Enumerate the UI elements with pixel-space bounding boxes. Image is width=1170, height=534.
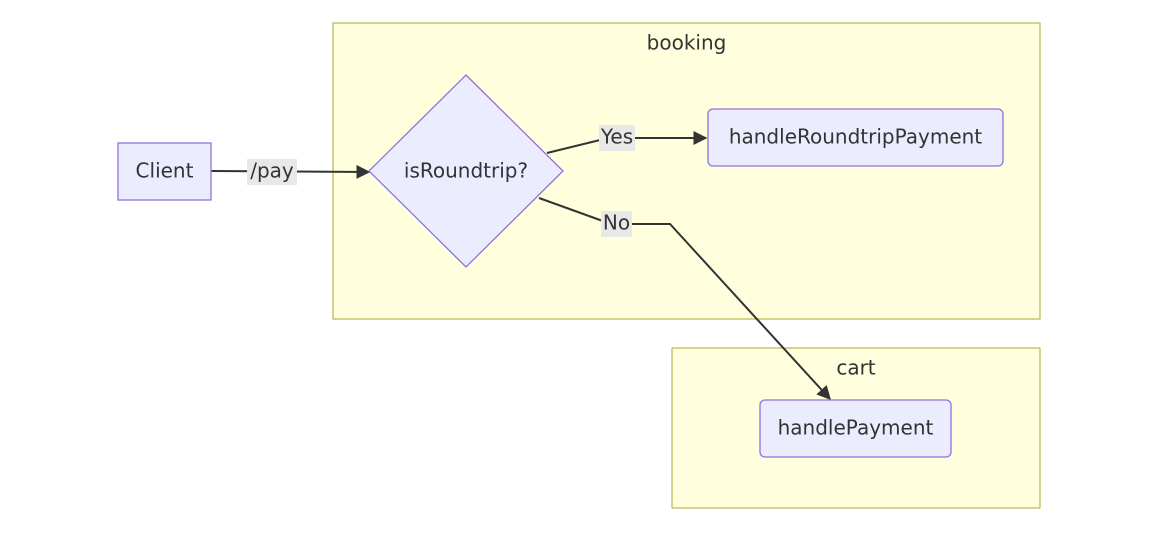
edge-client-to-decision-label: /pay bbox=[250, 159, 294, 183]
edge-decision-no: No bbox=[538, 197, 831, 401]
edge-decision-yes-label-bg bbox=[599, 125, 635, 151]
node-is-roundtrip[interactable]: isRoundtrip? bbox=[368, 74, 564, 268]
node-is-roundtrip-diamond[interactable] bbox=[368, 74, 564, 268]
node-handle-roundtrip-payment-box[interactable] bbox=[707, 108, 1004, 167]
cluster-booking-label: booking bbox=[647, 31, 727, 55]
edge-decision-no-label-bg bbox=[601, 211, 632, 237]
node-handle-roundtrip-payment[interactable]: handleRoundtripPayment bbox=[707, 108, 1004, 167]
node-client-box[interactable] bbox=[117, 142, 212, 201]
edge-client-to-decision: /pay bbox=[210, 159, 371, 185]
cluster-cart-label: cart bbox=[836, 356, 875, 380]
node-handle-payment-box[interactable] bbox=[759, 399, 952, 458]
node-handle-payment-label: handlePayment bbox=[778, 416, 934, 440]
edge-decision-no-label: No bbox=[603, 211, 630, 235]
node-client-label: Client bbox=[136, 159, 194, 183]
edge-decision-yes-label: Yes bbox=[600, 125, 633, 149]
edge-decision-yes: Yes bbox=[546, 125, 708, 154]
node-is-roundtrip-label: isRoundtrip? bbox=[404, 159, 528, 183]
node-handle-roundtrip-payment-label: handleRoundtripPayment bbox=[729, 125, 982, 149]
node-handle-payment[interactable]: handlePayment bbox=[759, 399, 952, 458]
edge-client-to-decision-label-bg bbox=[247, 159, 297, 185]
node-client[interactable]: Client bbox=[117, 142, 212, 201]
